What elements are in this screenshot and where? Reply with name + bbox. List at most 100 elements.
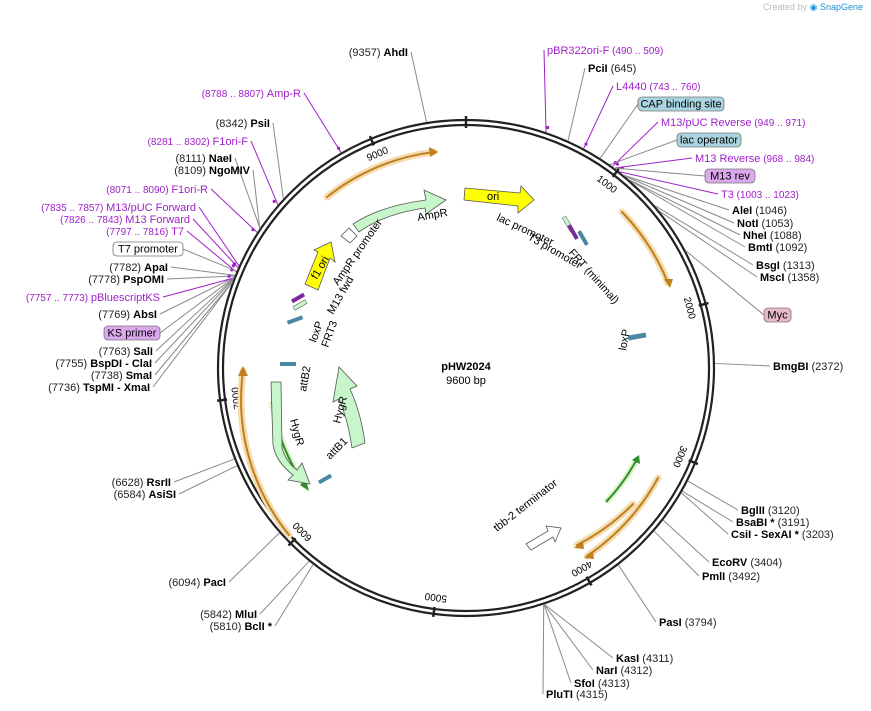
enzyme-position: (8342) xyxy=(216,118,251,130)
enzyme-position: (7755) xyxy=(55,358,90,370)
site-leader xyxy=(155,277,235,352)
primer-leader xyxy=(250,140,279,205)
feature-attb2 xyxy=(280,362,296,366)
feature-attb1 xyxy=(317,473,333,485)
primer-label: T3 (1003 .. 1023) xyxy=(721,189,799,201)
site-label: PasI (3794) xyxy=(659,617,717,629)
box-label-text: CAP binding site xyxy=(640,99,721,111)
feature-label-tbb2: tbb-2 terminator xyxy=(491,477,560,534)
primer-range: (7757 .. 7773) xyxy=(26,293,91,304)
credit-brand: SnapGene xyxy=(819,2,863,12)
box-label-text: lac operator xyxy=(680,135,738,147)
enzyme-position: (4313) xyxy=(595,678,630,690)
enzyme-name: PasI xyxy=(659,617,682,629)
box-leader xyxy=(599,103,639,159)
orf-arc-ampr-head xyxy=(429,147,438,157)
primer-label: M13 Reverse (968 .. 984) xyxy=(695,153,814,165)
enzyme-name: CsiI - SexAI * xyxy=(731,529,800,541)
enzyme-name: BglII xyxy=(741,505,765,517)
tick-mark xyxy=(585,576,593,586)
enzyme-position: (5842) xyxy=(200,609,235,621)
site-label: SfoI (4313) xyxy=(574,678,630,690)
primer-range: (968 .. 984) xyxy=(760,154,814,165)
site-leader xyxy=(228,532,280,583)
enzyme-name: SalI xyxy=(133,346,153,358)
orf-arc-left-head xyxy=(238,366,248,376)
enzyme-position: (4315) xyxy=(573,689,608,701)
site-label: (8109) NgoMIV xyxy=(174,165,250,177)
site-leader xyxy=(173,458,235,483)
site-label: (7738) SmaI xyxy=(91,370,152,382)
enzyme-name: NgoMIV xyxy=(209,165,251,177)
site-leader xyxy=(543,604,572,684)
enzyme-name: PluTI xyxy=(546,689,573,701)
enzyme-position: (7782) xyxy=(109,262,144,274)
feature-label-f1ori: f1 ori xyxy=(309,254,332,281)
primer-range: (7797 .. 7816) xyxy=(106,227,171,238)
enzyme-name: NarI xyxy=(596,665,617,677)
tick-label: 2000 xyxy=(681,296,697,321)
enzyme-position: (3120) xyxy=(765,505,800,517)
green-arc-right-head xyxy=(632,455,640,464)
enzyme-position: (3492) xyxy=(725,571,760,583)
enzyme-name: AsiSI xyxy=(148,489,176,501)
box-leader xyxy=(685,250,765,316)
feature-t3-promoter xyxy=(567,224,579,240)
enzyme-position: (6628) xyxy=(112,477,147,489)
box-leader xyxy=(609,139,678,166)
feature-label-attb1: attB1 xyxy=(324,435,351,462)
plasmid-name: pHW2024 xyxy=(441,361,491,373)
orf-arc-right-2-head xyxy=(584,551,594,559)
enzyme-name: EcoRV xyxy=(712,557,748,569)
feature-label-attb2: attB2 xyxy=(297,365,313,392)
site-label: NheI (1088) xyxy=(743,230,802,242)
primer-label: (8071 .. 8090) F1ori-R xyxy=(106,184,208,196)
primer-name: M13 Forward xyxy=(125,214,190,226)
feature-ampr xyxy=(352,189,447,233)
feature-label-ampr: AmpR xyxy=(416,207,448,224)
orf-arc-right-1-head xyxy=(574,541,584,549)
enzyme-position: (3191) xyxy=(775,517,810,529)
site-label: MscI (1358) xyxy=(760,272,819,284)
primer-name: pBluescriptKS xyxy=(91,292,160,304)
site-label: BsgI (1313) xyxy=(756,260,815,272)
orf-arcs xyxy=(237,147,673,560)
site-label: (8111) NaeI xyxy=(176,153,232,165)
feature-m13fwd-2 xyxy=(292,299,308,311)
site-leader xyxy=(544,603,614,659)
enzyme-name: KasI xyxy=(616,653,639,665)
site-leader xyxy=(234,157,261,229)
box-label-text: Myc xyxy=(767,310,788,322)
primer-label: (7826 .. 7843) M13 Forward xyxy=(60,214,190,226)
site-leader xyxy=(159,276,235,315)
enzyme-name: PspOMI xyxy=(123,274,164,286)
primer-leader xyxy=(192,218,239,268)
primer-name: T3 xyxy=(721,189,734,201)
enzyme-name: SfoI xyxy=(574,678,595,690)
enzyme-position: (1053) xyxy=(758,218,793,230)
site-leader xyxy=(154,281,233,376)
site-label: (5842) MluI xyxy=(200,609,257,621)
primer-mark xyxy=(336,146,341,150)
box-leader xyxy=(182,248,237,272)
box-label-text: KS primer xyxy=(108,328,157,340)
enzyme-position: (8109) xyxy=(174,165,209,177)
site-leader xyxy=(662,519,710,563)
label-box xyxy=(676,132,742,148)
enzyme-position: (3794) xyxy=(682,617,717,629)
enzyme-position: (4311) xyxy=(639,653,673,665)
primer-label: (7797 .. 7816) T7 xyxy=(106,226,184,238)
primer-label: (7835 .. 7857) M13/pUC Forward xyxy=(41,202,196,214)
site-leader xyxy=(682,490,734,523)
enzyme-name: PmlI xyxy=(702,571,725,583)
site-label: NotI (1053) xyxy=(737,218,793,230)
site-leader xyxy=(274,564,314,627)
enzyme-name: BmtI xyxy=(748,242,772,254)
primer-range: (949 .. 971) xyxy=(751,118,805,129)
tick-mark xyxy=(216,398,228,403)
enzyme-name: RsrII xyxy=(147,477,171,489)
feature-hygr-right xyxy=(332,366,366,449)
enzyme-position: (7738) xyxy=(91,370,126,382)
primer-label: L4440 (743 .. 760) xyxy=(616,81,701,93)
